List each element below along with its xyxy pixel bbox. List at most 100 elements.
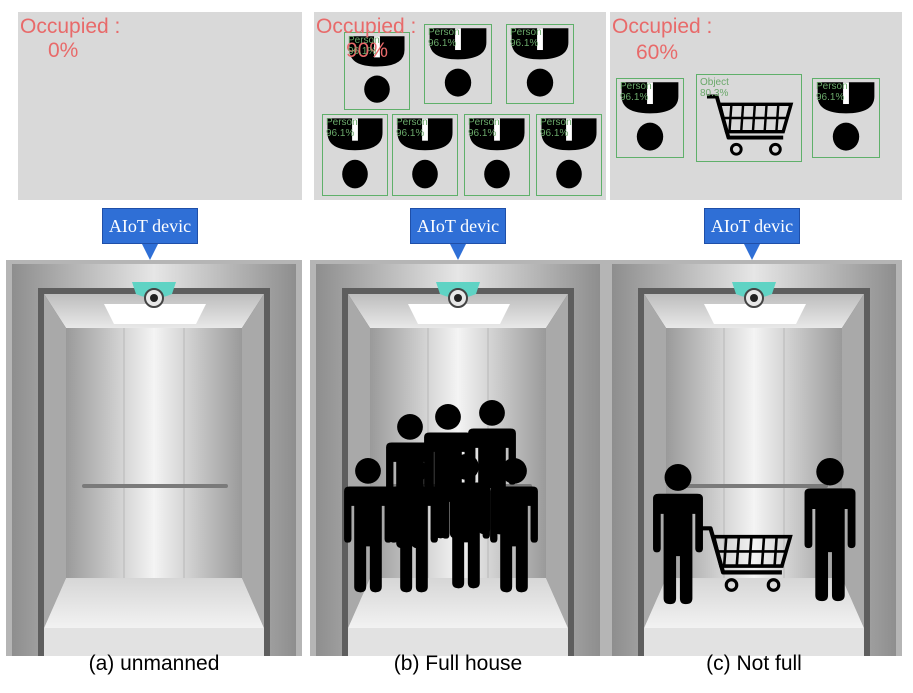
gap-shape bbox=[352, 118, 358, 141]
gap-shape bbox=[374, 36, 380, 58]
person-body bbox=[390, 486, 438, 593]
detection-box: Person 96.1% bbox=[392, 114, 458, 196]
detection-label: Person 96.1% bbox=[620, 81, 652, 103]
camera-pupil bbox=[454, 294, 462, 302]
handrail bbox=[682, 484, 828, 488]
detection-box: Person 96.1% bbox=[616, 78, 684, 158]
occupied-value: 0% bbox=[48, 39, 79, 62]
detection-label: Person 96.1% bbox=[468, 117, 500, 139]
gap-shape bbox=[537, 28, 543, 51]
elevator-back-wall bbox=[66, 328, 242, 578]
person-topview-icon bbox=[511, 28, 569, 97]
head-shape bbox=[412, 159, 438, 189]
elevator-floor bbox=[44, 578, 264, 628]
person-icon bbox=[442, 454, 490, 589]
head-shape bbox=[484, 159, 510, 189]
person-topview-icon bbox=[817, 82, 875, 151]
ceiling-light bbox=[408, 304, 510, 324]
head-shape bbox=[364, 75, 390, 103]
detection-box: Person 96.1% bbox=[322, 114, 388, 196]
elevator-right-wall bbox=[546, 294, 568, 628]
arrow-down-icon bbox=[142, 244, 158, 260]
person-head bbox=[664, 464, 692, 491]
cart-wheel bbox=[724, 578, 739, 592]
elevator-left-wall bbox=[44, 294, 66, 628]
detection-label: Person 96.1% bbox=[816, 81, 848, 103]
occupancy-screen: Person 96.1% Object 80.3% Person 96.1% O… bbox=[610, 12, 902, 200]
elevator-right-wall bbox=[842, 294, 864, 628]
occupancy-screen: Occupied : 0% bbox=[18, 12, 302, 200]
person-topview-icon bbox=[541, 118, 597, 189]
occupied-value: 90% bbox=[346, 39, 389, 62]
elevator-floor bbox=[644, 578, 864, 628]
shopping-cart-icon bbox=[706, 94, 794, 156]
cart-wheel bbox=[766, 578, 781, 592]
gap-shape bbox=[422, 118, 428, 141]
person-body bbox=[442, 482, 490, 589]
elevator-right-wall bbox=[242, 294, 264, 628]
person-head bbox=[501, 458, 527, 484]
cart-basket bbox=[717, 102, 794, 134]
cart-basket bbox=[711, 534, 793, 568]
person-head bbox=[479, 400, 505, 426]
head-shape bbox=[556, 159, 582, 189]
person-topview-icon bbox=[349, 36, 405, 103]
detection-label: Person 96.1% bbox=[540, 117, 572, 139]
person-topview-icon bbox=[621, 82, 679, 151]
person-head bbox=[453, 454, 479, 480]
occupied-value: 60% bbox=[636, 41, 679, 64]
person-topview-icon bbox=[469, 118, 525, 189]
aiot-device-tag: AIoT devic bbox=[704, 208, 800, 244]
panel-full-house: Person 96.1% Person 96.1% Person 96.1% P… bbox=[308, 0, 608, 693]
arrow-down-icon bbox=[450, 244, 466, 260]
arrow-down-icon bbox=[744, 244, 760, 260]
detection-box: Person 96.1% bbox=[536, 114, 602, 196]
detection-box: Person 96.1% bbox=[464, 114, 530, 196]
gap-shape bbox=[566, 118, 572, 141]
head-shape bbox=[342, 159, 368, 189]
cart-group bbox=[706, 94, 794, 156]
head-shape bbox=[444, 68, 472, 97]
occupied-label: Occupied : bbox=[612, 15, 713, 38]
person-body bbox=[344, 486, 392, 593]
cart-wheel bbox=[729, 142, 743, 156]
aiot-device-tag: AIoT devic bbox=[102, 208, 198, 244]
gap-shape bbox=[494, 118, 500, 141]
detection-label: Person 96.1% bbox=[396, 117, 428, 139]
detection-box: Object 80.3% bbox=[696, 74, 802, 162]
camera-pupil bbox=[150, 294, 158, 302]
person-body bbox=[653, 493, 703, 605]
detection-box: Person 96.1% bbox=[424, 24, 492, 104]
elevator-threshold bbox=[44, 628, 264, 656]
person-topview-icon bbox=[397, 118, 453, 189]
elevator-illustration bbox=[6, 260, 302, 656]
aiot-device-tag: AIoT devic bbox=[410, 208, 506, 244]
elevator-threshold bbox=[644, 628, 864, 656]
elevator-threshold bbox=[348, 628, 568, 656]
detection-box: Person 96.1% bbox=[812, 78, 880, 158]
person-topview-icon bbox=[327, 118, 383, 189]
caption: (a) unmanned bbox=[88, 652, 220, 675]
person-head bbox=[816, 458, 844, 486]
detection-label: Person 96.1% bbox=[428, 27, 460, 49]
ceiling-light bbox=[104, 304, 206, 324]
person-head bbox=[401, 458, 427, 484]
detection-label: Person 96.1% bbox=[348, 35, 380, 57]
occupancy-screen: Person 96.1% Person 96.1% Person 96.1% P… bbox=[314, 12, 606, 200]
person-body bbox=[804, 488, 856, 602]
elevator-left-wall bbox=[644, 294, 666, 628]
detection-box: Person 96.1% bbox=[344, 32, 410, 110]
person-head bbox=[397, 414, 423, 440]
head-shape bbox=[636, 122, 664, 151]
handrail bbox=[82, 484, 228, 488]
person-icon bbox=[804, 458, 856, 602]
caption: (b) Full house bbox=[393, 652, 523, 675]
cart-group bbox=[700, 526, 793, 592]
elevator-illustration bbox=[606, 260, 902, 656]
person-icon bbox=[490, 458, 538, 593]
detection-label: Person 96.1% bbox=[510, 27, 542, 49]
head-shape bbox=[526, 68, 554, 97]
gap-shape bbox=[647, 82, 653, 105]
detection-label: Object 80.3% bbox=[700, 77, 729, 99]
occupied-label: Occupied : bbox=[316, 15, 417, 38]
